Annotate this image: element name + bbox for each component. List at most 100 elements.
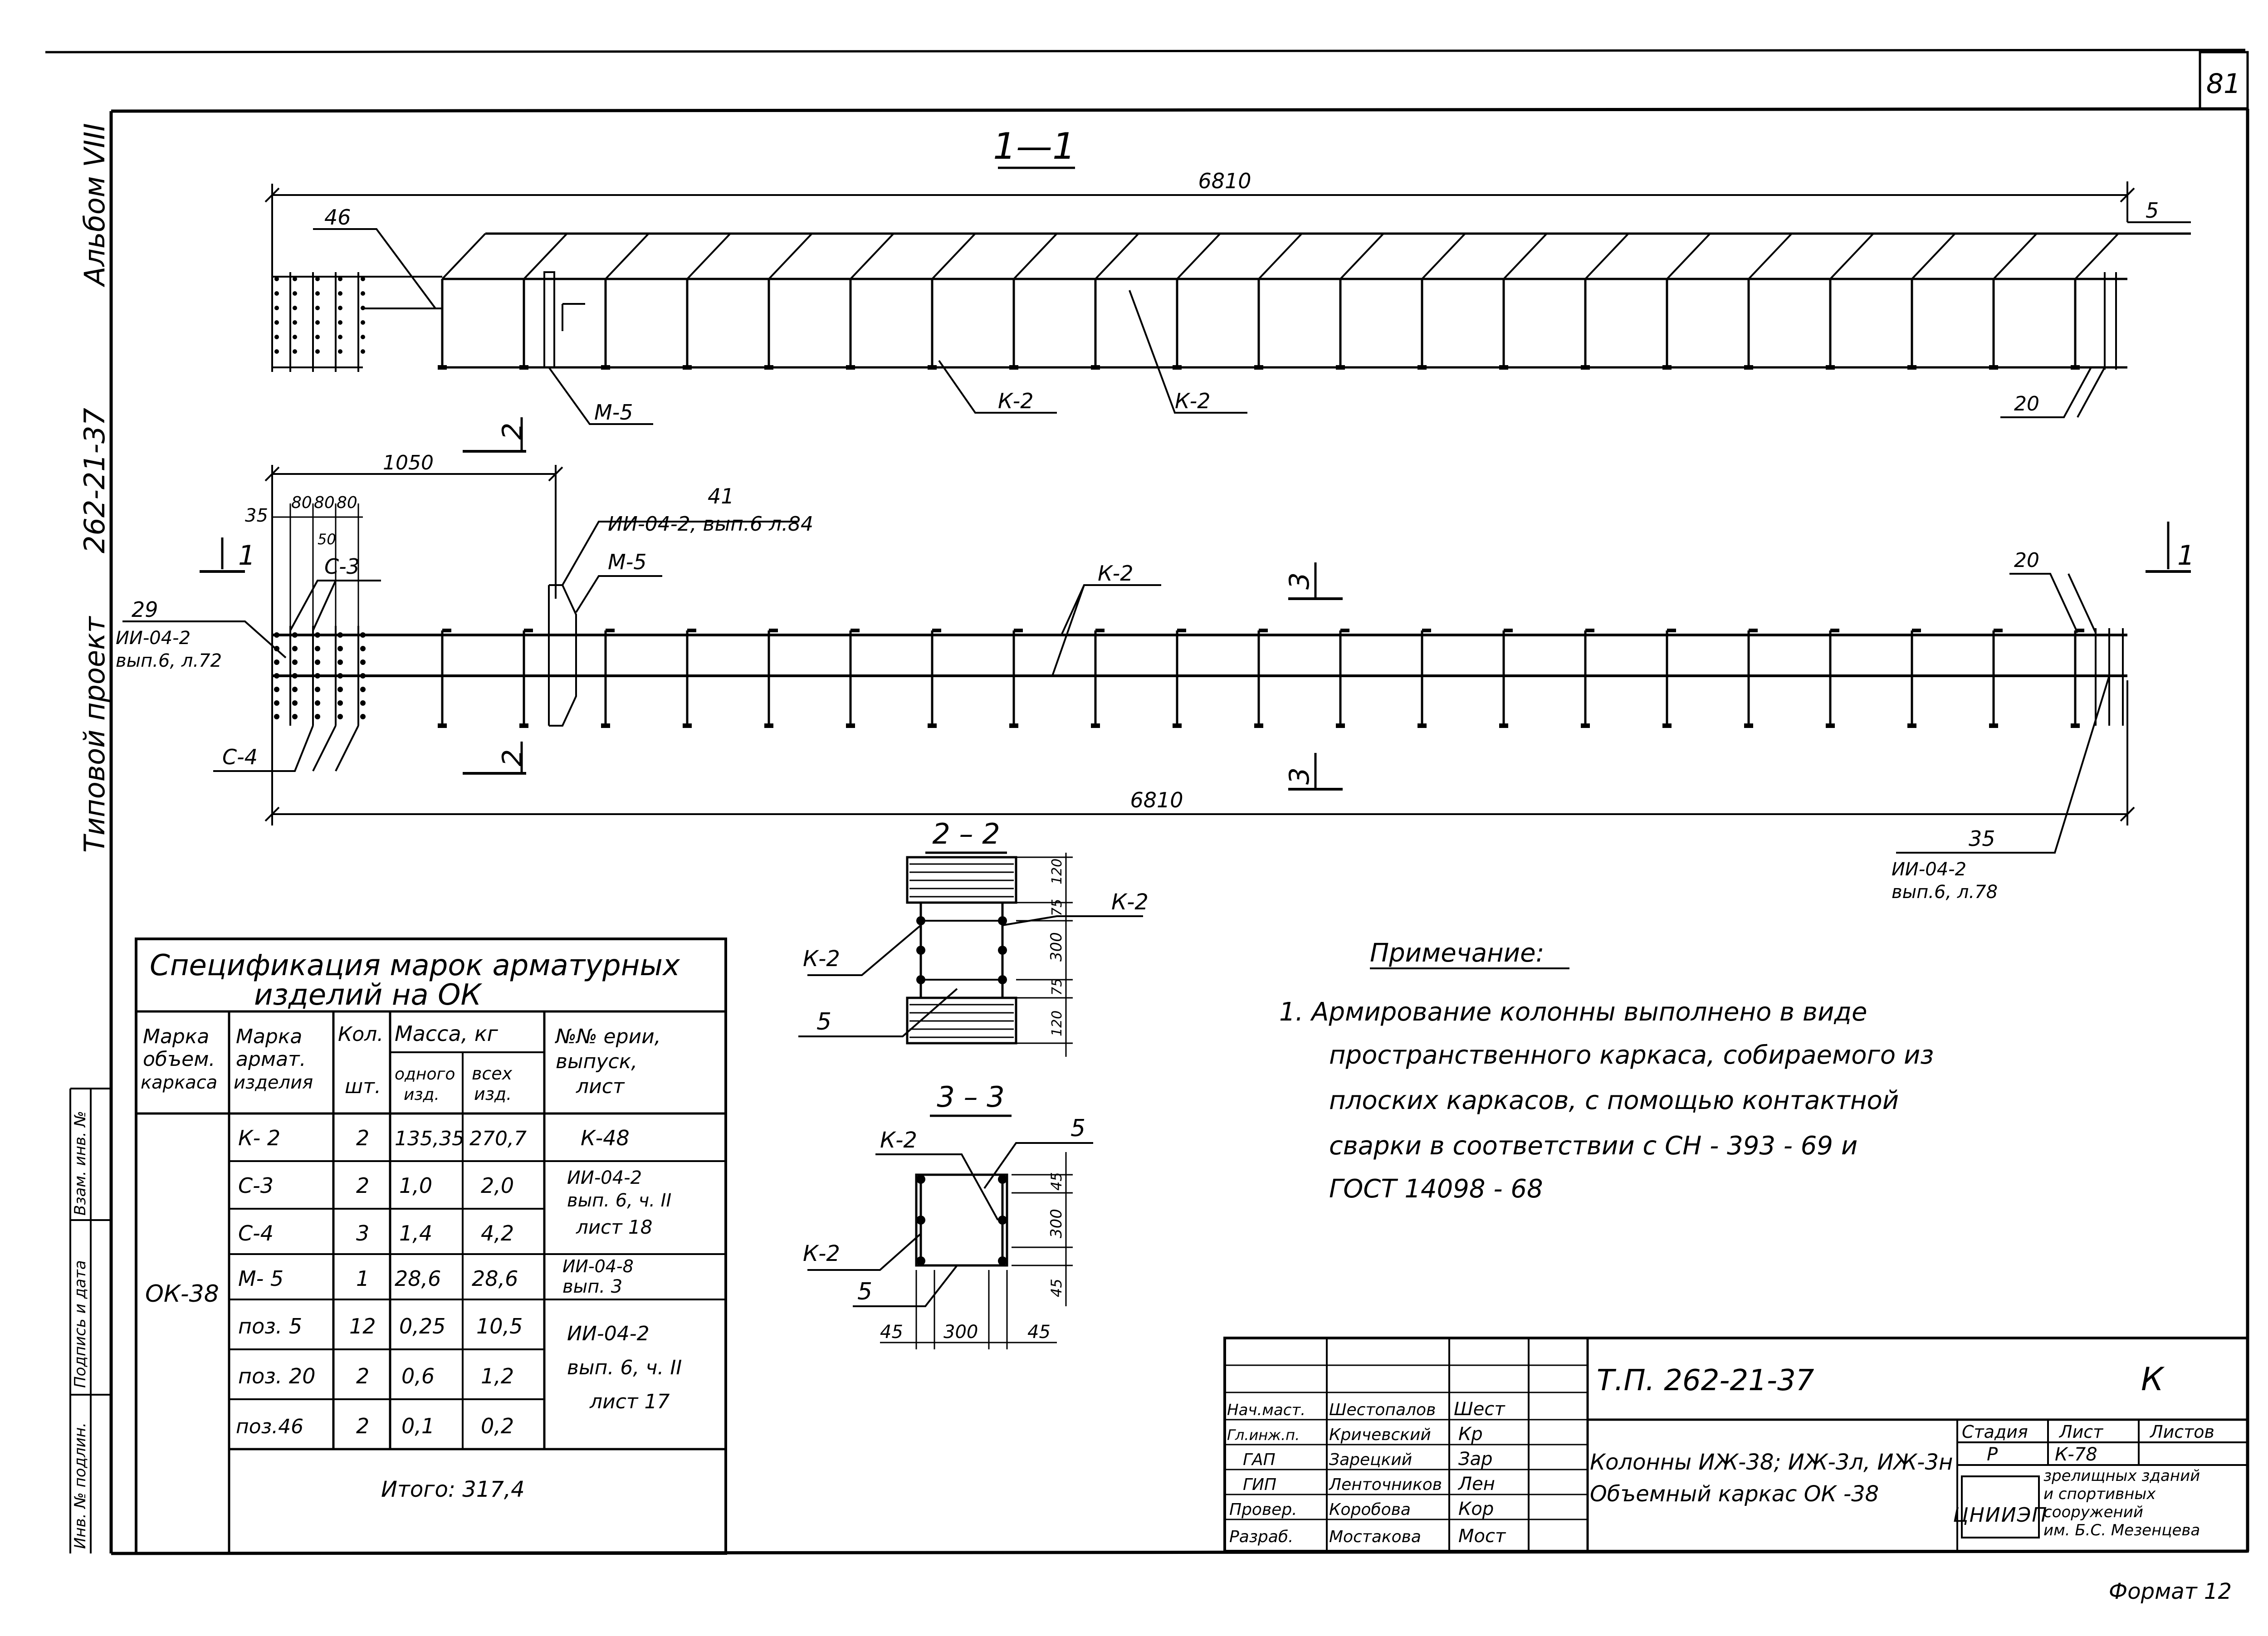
plan-lbl-m5: М-5 xyxy=(608,550,647,574)
bearing-plate xyxy=(906,996,1017,1045)
svg-text:Разраб.: Разраб. xyxy=(1229,1528,1293,1546)
plan-weld-dot xyxy=(315,632,320,638)
plan-weld-dot xyxy=(315,673,320,679)
svg-text:№№ ерии,: №№ ерии, xyxy=(554,1025,661,1048)
sheet-format: Формат 12 xyxy=(2109,1579,2232,1604)
section-2-2-lbl-5: 5 xyxy=(816,1008,831,1035)
svg-text:Стадия: Стадия xyxy=(1962,1422,2028,1442)
svg-text:270,7: 270,7 xyxy=(469,1127,527,1150)
weld-dot xyxy=(315,335,320,339)
spec-title-line2: изделий на ОК xyxy=(254,978,482,1012)
plan-weld-dot xyxy=(315,687,320,692)
svg-text:Зарецкий: Зарецкий xyxy=(1329,1450,1412,1469)
title-letter: К xyxy=(2141,1361,2165,1398)
title-block: Нач.маст. Шестопалов Шест Гл.инж.п. Крич… xyxy=(1223,1337,2249,1553)
weld-dot xyxy=(274,277,279,281)
weld-dot xyxy=(361,335,365,339)
svg-text:Листов: Листов xyxy=(2149,1422,2214,1442)
weld-dot xyxy=(315,291,320,296)
stirrup-diagonal xyxy=(931,233,976,280)
stirrup-diagonal xyxy=(1013,233,1058,280)
section-1-1-lbl-m5: М-5 xyxy=(594,400,633,425)
svg-text:ИИ-04-2: ИИ-04-2 xyxy=(567,1322,650,1345)
svg-text:ЦНИИЭП: ЦНИИЭП xyxy=(1953,1504,2048,1527)
svg-text:шт.: шт. xyxy=(345,1075,381,1098)
plan-end-bars xyxy=(271,626,2124,726)
plan-weld-dot xyxy=(337,646,343,651)
svg-text:Провер.: Провер. xyxy=(1229,1500,1297,1519)
weld-dot xyxy=(338,349,342,354)
svg-text:Гл.инж.п.: Гл.инж.п. xyxy=(1227,1426,1300,1444)
weld-dot xyxy=(361,291,365,296)
svg-text:0,6: 0,6 xyxy=(401,1364,435,1388)
stirrup-diagonal xyxy=(768,233,813,280)
plan-weld-dot xyxy=(337,687,343,692)
weld-dot xyxy=(361,349,365,354)
section-3-3-lbl-k2-left: К-2 xyxy=(803,1241,840,1266)
weld-dot xyxy=(361,277,365,281)
svg-text:0,25: 0,25 xyxy=(399,1314,445,1338)
plan-weld-dot xyxy=(274,700,279,706)
svg-text:Марка: Марка xyxy=(143,1025,209,1048)
section-1-1-dim-5: 5 xyxy=(2146,198,2159,223)
section-1-1-lbl-k2b: К-2 xyxy=(1175,389,1211,413)
rebar-dot xyxy=(998,1256,1007,1265)
stirrup-diagonal xyxy=(850,233,894,280)
weld-dot xyxy=(338,277,342,281)
section-2-2: 2 – 2 120 75 300 75 120 К-2 К-2 5 xyxy=(798,817,1149,1057)
svg-text:120: 120 xyxy=(1049,1011,1065,1036)
stirrup-diagonal xyxy=(1584,233,1629,280)
svg-text:135,35: 135,35 xyxy=(395,1127,464,1150)
weld-dot xyxy=(293,277,297,281)
notes-line-4: сварки в соответствии с СН - 393 - 69 и xyxy=(1329,1131,1857,1161)
cut-mark-2-bottom: 2 xyxy=(463,742,528,775)
notes-line-5: ГОСТ 14098 - 68 xyxy=(1329,1174,1543,1204)
notes-line-1: 1. Армирование колонны выполнено в виде xyxy=(1279,997,1867,1027)
svg-text:изделия: изделия xyxy=(234,1072,313,1093)
plan-weld-dot xyxy=(315,700,320,706)
stirrup-diagonal xyxy=(1748,233,1793,280)
plan-lbl-29: 29 xyxy=(132,597,158,622)
rebar-dot xyxy=(998,1175,1007,1184)
plan-weld-dot xyxy=(292,632,298,638)
plan-ref-41: ИИ-04-2, вып.6 л.84 xyxy=(608,513,813,536)
cut-mark-3-bottom: 3 xyxy=(1284,753,1343,791)
plan-weld-dot xyxy=(274,673,279,679)
spec-refs-ii04-2-l17: ИИ-04-2 вып. 6, ч. II лист 17 xyxy=(567,1322,682,1413)
svg-text:Ленточников: Ленточников xyxy=(1328,1475,1442,1494)
svg-text:1,4: 1,4 xyxy=(399,1221,432,1245)
svg-text:Шест: Шест xyxy=(1454,1399,1505,1420)
weld-dot xyxy=(293,349,297,354)
svg-text:75: 75 xyxy=(1049,978,1065,996)
section-1-1-length: 6810 xyxy=(1198,169,1251,193)
weld-dot xyxy=(293,320,297,325)
side-project-label: Типовой проект xyxy=(78,615,111,853)
svg-text:4,2: 4,2 xyxy=(481,1221,514,1245)
svg-text:и спортивных: и спортивных xyxy=(2043,1485,2156,1503)
weld-dot xyxy=(274,306,279,310)
plan-weld-dot xyxy=(315,646,320,651)
section-1-1-stirrups xyxy=(438,233,2119,370)
weld-dot xyxy=(315,320,320,325)
spec-title-line1: Спецификация марок арматурных xyxy=(150,949,680,982)
section-3-3-lbl-5-bottom: 5 xyxy=(857,1278,872,1305)
cut-mark-2-top: 2 xyxy=(463,417,528,453)
section-2-2-plates xyxy=(906,856,1017,1045)
cut-mark-1-right: 1 xyxy=(2146,522,2195,573)
svg-text:1,2: 1,2 xyxy=(481,1364,514,1388)
rebar-dot xyxy=(916,1175,925,1184)
svg-text:изд.: изд. xyxy=(404,1085,440,1104)
title-name-line1: Колонны ИЖ-38; ИЖ-3л, ИЖ-3н xyxy=(1590,1450,1953,1475)
svg-text:45: 45 xyxy=(1027,1322,1051,1343)
svg-text:Р: Р xyxy=(1987,1444,1998,1465)
section-3-3-lbl-5-top: 5 xyxy=(1070,1115,1085,1142)
plan-dim-80-b: 80 xyxy=(314,493,335,512)
plan-lbl-c3: С-3 xyxy=(324,554,360,579)
plan-lbl-41: 41 xyxy=(708,484,734,508)
svg-text:К-78: К-78 xyxy=(2055,1444,2097,1465)
stirrup-diagonal xyxy=(1993,233,2038,280)
svg-text:вып. 3: вып. 3 xyxy=(562,1276,622,1297)
strip-inv-original: Инв. № подлин. xyxy=(71,1422,89,1549)
svg-text:120: 120 xyxy=(1049,859,1065,884)
notes-heading: Примечание: xyxy=(1370,938,1544,968)
